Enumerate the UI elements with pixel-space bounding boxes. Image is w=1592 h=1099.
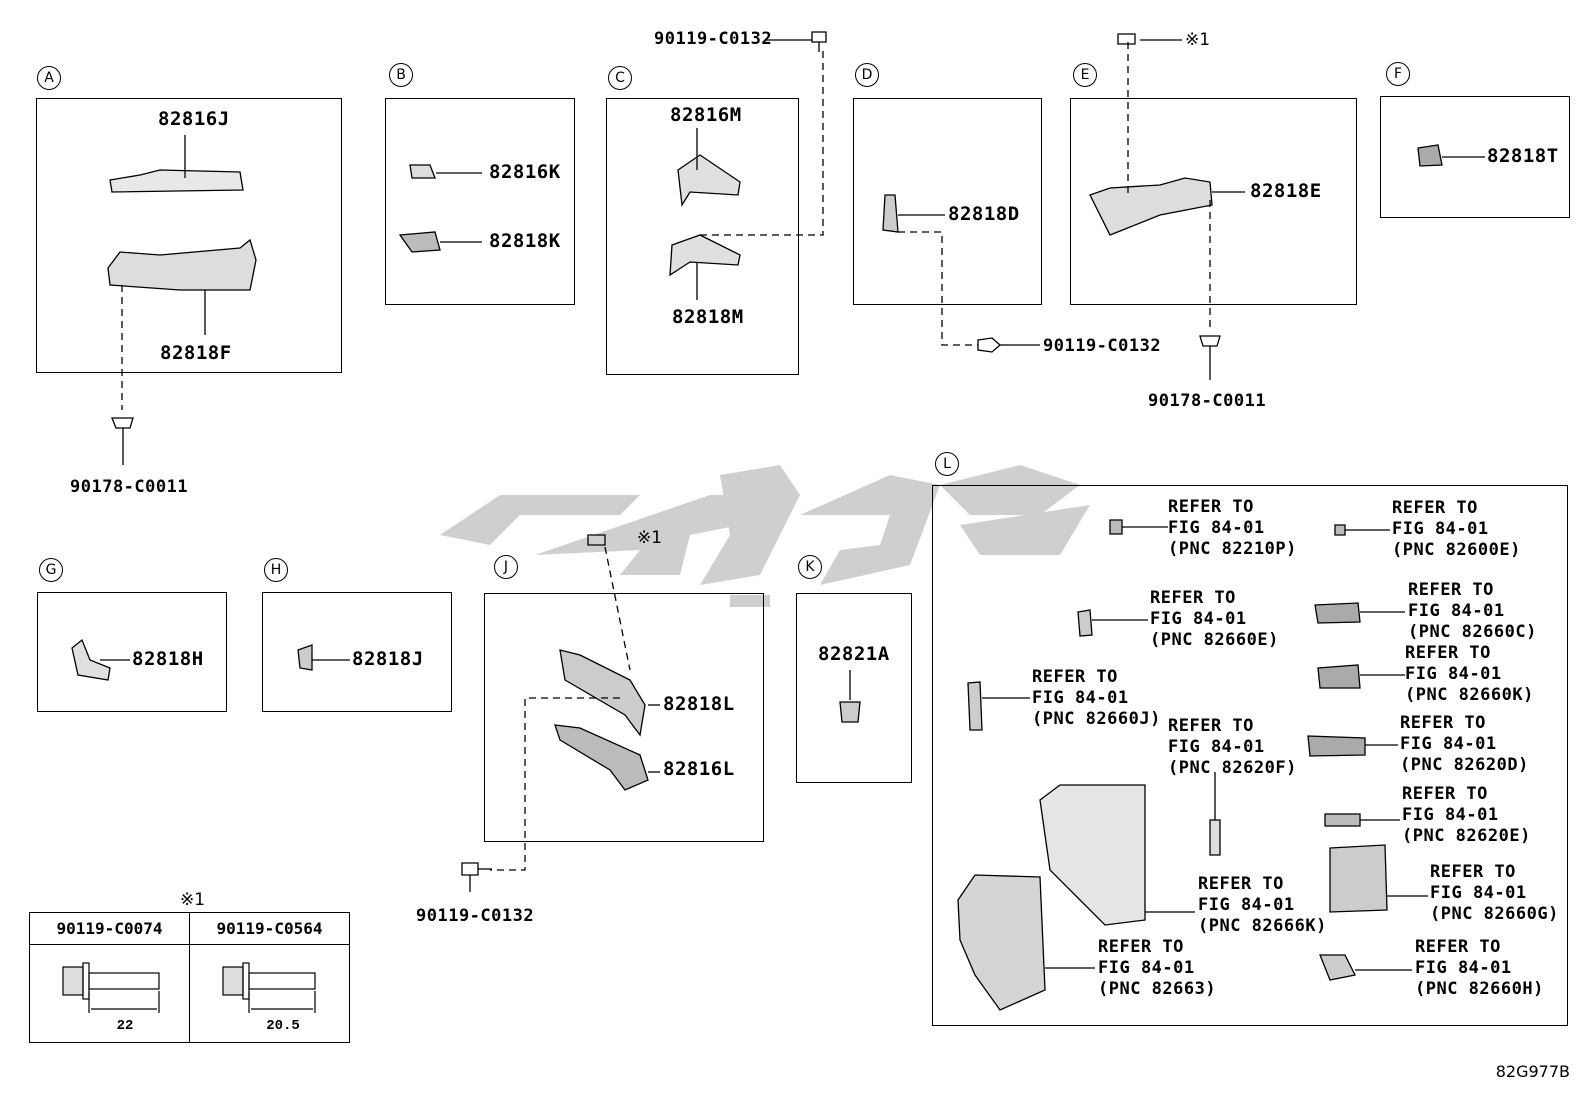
reference-note: REFER TO FIG 84-01 (PNC 82660K) (1405, 643, 1534, 705)
note-mark: ※1 (1185, 30, 1211, 50)
bolt-drawing-cell: 20.5 (189, 944, 350, 1043)
part-label: 82816K (489, 161, 561, 183)
part-label: 82818E (1250, 180, 1322, 202)
part-label: 82818H (132, 648, 204, 670)
panel-letter-h: H (264, 558, 288, 582)
fastener-table: 90119-C0074 90119-C0564 22 (29, 912, 350, 1043)
panel-letter-b: B (389, 63, 413, 87)
panel-letter-j: J (494, 555, 518, 579)
reference-note: REFER TO FIG 84-01 (PNC 82620D) (1400, 713, 1529, 775)
panel-letter-d: D (855, 63, 879, 87)
reference-note: REFER TO FIG 84-01 (PNC 82620F) (1168, 716, 1297, 778)
panel-letter-c: C (608, 66, 632, 90)
part-label: 82818M (672, 306, 744, 328)
part-label: 82818D (948, 203, 1020, 225)
panel-l (932, 485, 1568, 1026)
reference-note: REFER TO FIG 84-01 (PNC 82660J) (1032, 667, 1161, 729)
panel-letter-a: A (37, 66, 61, 90)
part-label: 82816L (663, 758, 735, 780)
part-label: 82821A (818, 643, 890, 665)
fastener-label: 90119-C0132 (654, 29, 773, 49)
panel-letter-f: F (1386, 62, 1410, 86)
reference-note: REFER TO FIG 84-01 (PNC 82210P) (1168, 497, 1297, 559)
bolt-drawing: 20.5 (221, 961, 316, 1034)
fastener-label: 90119-C0132 (416, 906, 535, 926)
fastener-label: 90119-C0132 (1043, 336, 1162, 356)
reference-note: REFER TO FIG 84-01 (PNC 82660E) (1150, 588, 1279, 650)
panel-letter-l: L (935, 452, 959, 476)
part-label: 82818F (160, 342, 232, 364)
reference-note: REFER TO FIG 84-01 (PNC 82666K) (1198, 874, 1327, 936)
panel-d (853, 98, 1042, 305)
reference-note: REFER TO FIG 84-01 (PNC 82660G) (1430, 862, 1559, 924)
part-label: 82816M (670, 104, 742, 126)
panel-letter-k: K (798, 555, 822, 579)
table-header: 90119-C0074 (29, 912, 190, 945)
bolt-drawing-cell: 22 (29, 944, 190, 1043)
panel-f (1380, 96, 1570, 218)
reference-note: REFER TO FIG 84-01 (PNC 82663) (1098, 937, 1217, 999)
panel-a (36, 98, 342, 373)
reference-note: REFER TO FIG 84-01 (PNC 82620E) (1402, 784, 1531, 846)
reference-note: REFER TO FIG 84-01 (PNC 82660C) (1408, 580, 1537, 642)
note-mark: ※1 (637, 528, 663, 548)
panel-e (1070, 98, 1357, 305)
panel-c (606, 98, 799, 375)
fastener-label: 90178-C0011 (70, 477, 189, 497)
part-label: 82816J (158, 108, 230, 130)
bolt-drawing: 22 (61, 961, 160, 1034)
length-label: 22 (116, 1018, 133, 1034)
panel-k (796, 593, 912, 783)
drawing-code: 82G977B (1495, 1062, 1570, 1081)
length-label: 20.5 (266, 1018, 300, 1034)
reference-note: REFER TO FIG 84-01 (PNC 82600E) (1392, 498, 1521, 560)
watermark-logo (440, 465, 1090, 607)
part-label: 82818L (663, 693, 735, 715)
table-header: 90119-C0564 (189, 912, 350, 945)
part-label: 82818T (1487, 145, 1559, 167)
part-label: 82818K (489, 230, 561, 252)
panel-j (484, 593, 764, 842)
table-mark: ※1 (180, 890, 206, 910)
panel-g (37, 592, 227, 712)
panel-letter-e: E (1073, 63, 1097, 87)
panel-letter-g: G (39, 558, 63, 582)
panel-b (385, 98, 575, 305)
reference-note: REFER TO FIG 84-01 (PNC 82660H) (1415, 937, 1544, 999)
part-label: 82818J (352, 648, 424, 670)
panel-h (262, 592, 452, 712)
fastener-label: 90178-C0011 (1148, 391, 1267, 411)
